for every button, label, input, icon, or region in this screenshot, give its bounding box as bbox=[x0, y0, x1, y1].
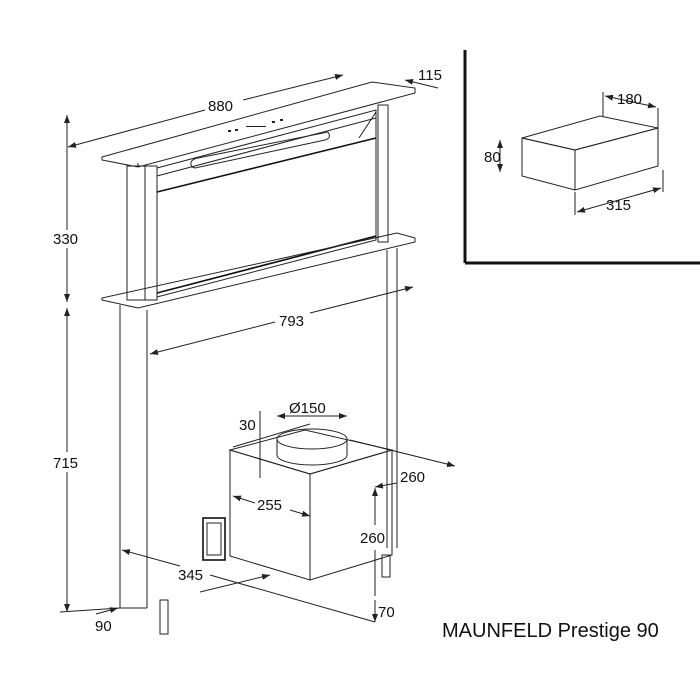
dim-width-793: 793 bbox=[279, 313, 304, 330]
dim-feet-70: 70 bbox=[378, 604, 395, 621]
dim-collar-30: 30 bbox=[239, 417, 256, 434]
dim-motor-height: 260 bbox=[360, 530, 385, 547]
model-title: MAUNFELD Prestige 90 bbox=[442, 620, 659, 642]
inset-dim-80: 80 bbox=[484, 149, 501, 166]
dimension-lines bbox=[59, 74, 456, 623]
hood-lower-body bbox=[119, 248, 398, 635]
dim-height-330: 330 bbox=[53, 231, 78, 248]
dim-depth-115: 115 bbox=[418, 67, 442, 84]
dim-height-715: 715 bbox=[53, 455, 78, 472]
motor-unit bbox=[202, 423, 394, 581]
inset-dim-180: 180 bbox=[617, 91, 642, 108]
dim-motor-depth: 260 bbox=[400, 469, 425, 486]
dim-column-90: 90 bbox=[95, 618, 112, 635]
hood-body bbox=[126, 104, 389, 301]
inset-box bbox=[497, 92, 664, 215]
dim-width-880: 880 bbox=[208, 98, 233, 115]
inset-frame bbox=[463, 50, 700, 265]
hood-flange bbox=[101, 232, 416, 309]
dim-motor-width: 255 bbox=[257, 497, 282, 514]
inset-dim-315: 315 bbox=[606, 197, 631, 214]
dim-duct-diameter: Ø150 bbox=[289, 400, 326, 417]
dim-offset-345: 345 bbox=[178, 567, 203, 584]
